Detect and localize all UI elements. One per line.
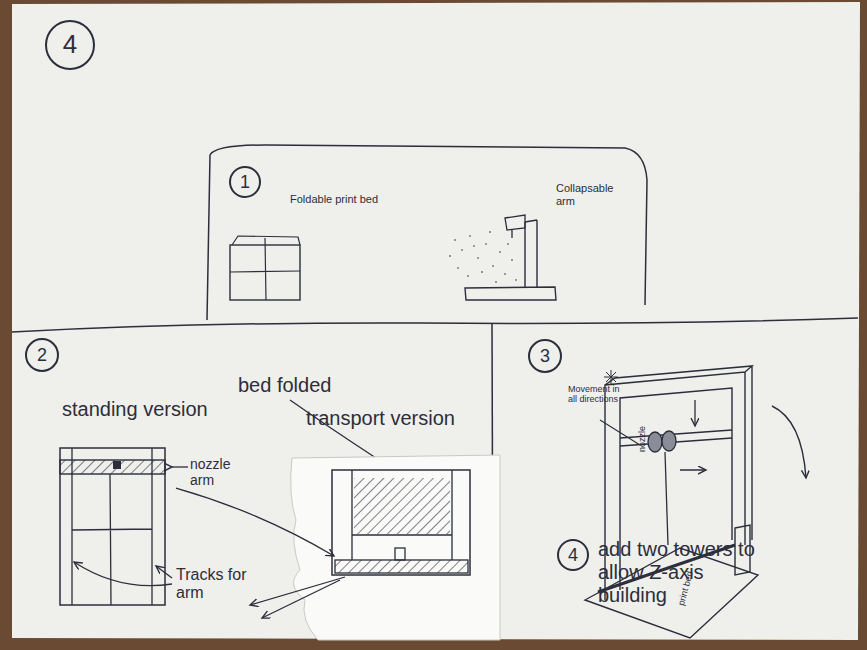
part-label: print bed [676,546,702,607]
paper-sheet [12,2,860,640]
motion-dot [507,243,509,245]
motion-dot [515,279,517,281]
motion-dot [481,271,483,273]
leader-arrow [74,562,172,586]
step-number-text: 3 [530,341,560,371]
standing-printer [60,448,165,605]
part-label: Tracks for arm [176,566,266,603]
step-number-text: 4 [559,541,587,569]
step-number: 2 [25,338,59,372]
sketch-panel: Foldable print bed Collapsable arm 1 [205,140,650,325]
motion-dot [489,231,491,233]
bed-rail [598,545,735,592]
note-text: add two towers to allow Z-axis building [598,538,778,607]
printer-base [585,548,758,638]
motion-dot [454,239,456,241]
motion-dot [461,249,463,251]
transport-printer [332,470,470,575]
motion-dot [504,273,506,275]
motion-dots [449,231,517,283]
motion-dot [485,243,487,245]
leader-line [600,420,640,445]
track-lines [72,448,152,605]
nozzle-head [662,431,676,451]
step-number-text: 1 [231,168,259,196]
direction-symbol [604,370,618,384]
nozzle-arm-bar [60,460,165,474]
motion-dot [495,281,497,283]
motion-dot [492,265,494,267]
part-label: Collapsable arm [556,182,631,207]
arm-post [525,220,537,288]
nozzle-block [395,548,405,560]
print-column [665,452,668,545]
motion-dot [477,257,479,259]
sketch-panel: Movement in all directions nozzle print be… [492,325,856,638]
note-label: Movement in all directions [568,384,628,405]
print-bed-sketch [230,236,300,300]
panel-divider [12,318,858,332]
printer-tower [735,525,750,575]
motion-dot [511,259,513,261]
folded-frame [352,470,452,560]
part-label: nozzle [637,392,647,452]
rotate-arrow [772,406,806,478]
folded-bed [354,478,450,534]
motion-dot [467,275,469,277]
motion-dot [469,235,471,237]
motion-dot [449,255,451,257]
motion-arrow [694,400,695,426]
leader-line [290,400,376,458]
motion-dot [499,251,501,253]
panel-outline [207,145,647,320]
leader-arrow [156,566,172,578]
leader-arrow [262,580,340,618]
page-number: 4 [45,20,95,70]
step-number: 3 [528,339,562,373]
view-label: standing version [62,398,262,421]
step-number-text: 2 [27,340,57,370]
nozzle-arm-bar [335,560,468,573]
step-number: 4 [557,539,589,571]
paper-cutout [291,455,500,640]
sketch-panel: standing versionbed foldedtransport vers… [12,330,492,638]
view-label: bed folded [238,374,378,397]
nozzle-block [113,461,121,469]
leader-arrow [176,488,334,556]
motion-dot [473,245,475,247]
motion-dot [457,267,459,269]
motion-arrow [680,469,706,470]
leader-arrow [172,466,188,467]
view-label: transport version [306,407,496,430]
nozzle-head [648,432,662,452]
step-number-text: 4 [47,22,93,68]
part-label: nozzle arm [190,456,250,488]
step-number: 1 [229,166,261,198]
arm-nozzle [505,215,525,238]
arm-base [465,287,556,300]
part-label: Foldable print bed [290,193,390,206]
panel-outline [205,140,650,325]
